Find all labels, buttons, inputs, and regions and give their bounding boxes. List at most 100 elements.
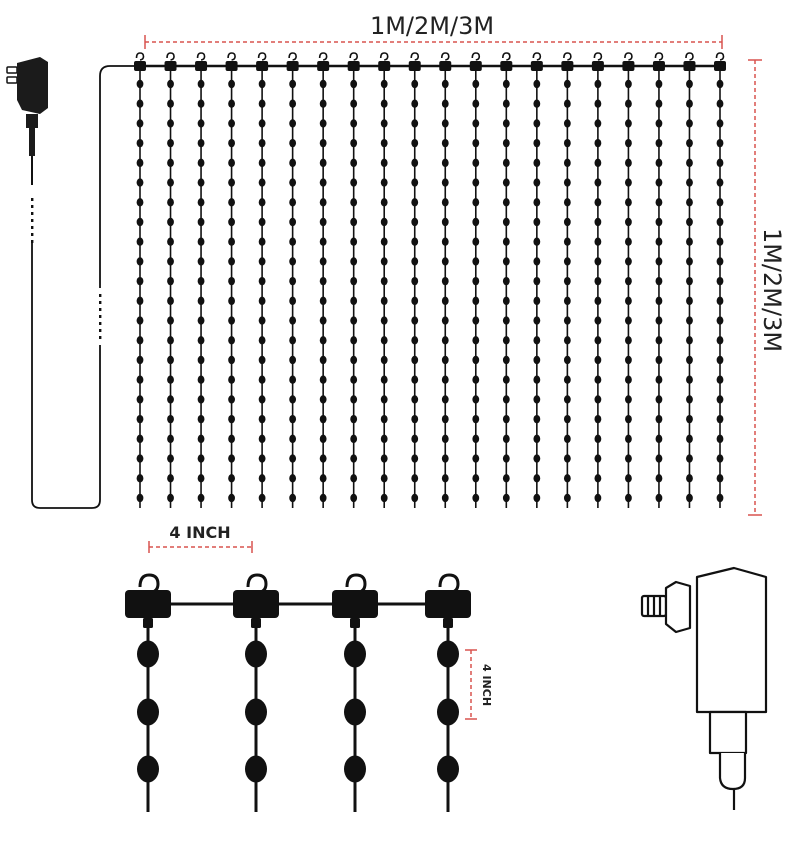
led-bulb-icon bbox=[441, 474, 449, 483]
led-bulb-icon bbox=[319, 296, 327, 306]
led-bulb-icon bbox=[197, 138, 205, 148]
led-bulb-icon bbox=[655, 474, 663, 483]
strand-clip bbox=[233, 590, 279, 618]
led-bulb-icon bbox=[472, 99, 480, 108]
hook-icon bbox=[715, 52, 725, 61]
detail-strand bbox=[425, 573, 471, 812]
led-bulb-icon bbox=[441, 296, 449, 306]
led-bulb-icon bbox=[350, 178, 358, 187]
led-bulb-icon bbox=[625, 336, 632, 345]
led-bulb-icon bbox=[411, 276, 419, 286]
led-bulb-icon bbox=[258, 237, 266, 246]
led-bulb-icon bbox=[137, 640, 159, 668]
led-bulb-icon bbox=[625, 454, 632, 463]
strand-clip bbox=[500, 61, 513, 71]
led-bulb-icon bbox=[350, 395, 358, 404]
led-bulb-icon bbox=[380, 375, 388, 384]
led-bulb-icon bbox=[380, 276, 388, 286]
led-bulb-icon bbox=[319, 237, 327, 246]
led-bulb-icon bbox=[441, 316, 449, 325]
led-bulb-icon bbox=[380, 178, 388, 187]
strand-clip bbox=[134, 61, 146, 71]
led-bulb-icon bbox=[502, 119, 510, 128]
led-bulb-icon bbox=[594, 493, 602, 503]
led-bulb-icon bbox=[716, 257, 724, 266]
cable-gap-dots bbox=[99, 294, 102, 339]
led-bulb-icon bbox=[344, 755, 366, 783]
detail-strands bbox=[125, 573, 471, 812]
led-bulb-icon bbox=[167, 454, 174, 463]
led-bulb-icon bbox=[319, 79, 327, 89]
curtain-strand bbox=[439, 52, 452, 508]
led-bulb-icon bbox=[594, 434, 602, 444]
led-bulb-icon bbox=[533, 434, 541, 444]
led-bulb-icon bbox=[686, 336, 693, 345]
led-bulb-icon bbox=[594, 414, 602, 424]
led-bulb-icon bbox=[563, 375, 571, 384]
led-bulb-icon bbox=[502, 276, 510, 286]
led-bulb-icon bbox=[502, 257, 510, 266]
led-bulb-icon bbox=[441, 198, 449, 207]
led-bulb-icon bbox=[655, 414, 663, 424]
led-bulb-icon bbox=[533, 257, 541, 266]
led-bulb-icon bbox=[380, 355, 388, 365]
led-bulb-icon bbox=[228, 217, 235, 227]
led-bulb-icon bbox=[167, 198, 174, 207]
led-bulb-icon bbox=[594, 355, 602, 365]
curtain-strand bbox=[195, 52, 208, 508]
led-bulb-icon bbox=[686, 296, 693, 306]
strand-clip bbox=[469, 61, 482, 71]
led-bulb-icon bbox=[350, 276, 358, 286]
led-bulb-icon bbox=[245, 755, 267, 783]
led-bulb-icon bbox=[411, 474, 419, 483]
led-bulb-icon bbox=[228, 454, 235, 463]
led-bulb-icon bbox=[258, 375, 266, 384]
led-bulb-icon bbox=[136, 454, 144, 463]
led-bulb-icon bbox=[472, 237, 480, 246]
led-bulb-icon bbox=[350, 454, 358, 463]
led-bulb-icon bbox=[197, 296, 205, 306]
led-bulb-icon bbox=[441, 138, 449, 148]
led-bulb-icon bbox=[472, 414, 480, 424]
led-bulb-icon bbox=[472, 474, 480, 483]
led-bulb-icon bbox=[625, 119, 632, 128]
led-bulb-icon bbox=[197, 316, 205, 325]
led-bulb-icon bbox=[258, 414, 266, 424]
led-bulb-icon bbox=[563, 119, 571, 128]
led-bulb-icon bbox=[686, 276, 693, 286]
led-bulb-icon bbox=[472, 138, 480, 148]
led-bulb-icon bbox=[441, 217, 449, 227]
led-bulb-icon bbox=[441, 99, 449, 108]
led-bulb-icon bbox=[563, 79, 571, 89]
curtain-strand bbox=[561, 52, 574, 508]
led-bulb-icon bbox=[380, 296, 388, 306]
led-bulb-icon bbox=[533, 178, 541, 187]
strand-clip bbox=[195, 61, 208, 71]
led-bulb-icon bbox=[350, 138, 358, 148]
led-bulb-icon bbox=[228, 99, 235, 108]
led-bulb-icon bbox=[136, 99, 144, 108]
led-bulb-icon bbox=[380, 79, 388, 89]
led-bulb-icon bbox=[502, 336, 510, 345]
led-bulb-icon bbox=[625, 198, 632, 207]
led-bulb-icon bbox=[716, 375, 724, 384]
led-bulb-icon bbox=[350, 336, 358, 345]
led-bulb-icon bbox=[655, 493, 663, 503]
led-bulb-icon bbox=[655, 454, 663, 463]
led-bulb-icon bbox=[228, 158, 235, 168]
led-bulb-icon bbox=[502, 414, 510, 424]
detail-strand bbox=[332, 573, 378, 812]
led-bulb-icon bbox=[380, 395, 388, 404]
led-bulb-icon bbox=[289, 474, 297, 483]
led-bulb-icon bbox=[228, 178, 235, 187]
height-dimension bbox=[748, 59, 762, 516]
led-bulb-icon bbox=[655, 257, 663, 266]
strand-clip bbox=[332, 590, 378, 618]
led-bulb-icon bbox=[228, 276, 235, 286]
led-bulb-icon bbox=[472, 375, 480, 384]
hook-icon bbox=[135, 52, 145, 61]
hook-icon bbox=[593, 52, 603, 61]
led-bulb-icon bbox=[563, 336, 571, 345]
led-bulb-icon bbox=[655, 395, 663, 404]
led-bulb-icon bbox=[533, 79, 541, 89]
